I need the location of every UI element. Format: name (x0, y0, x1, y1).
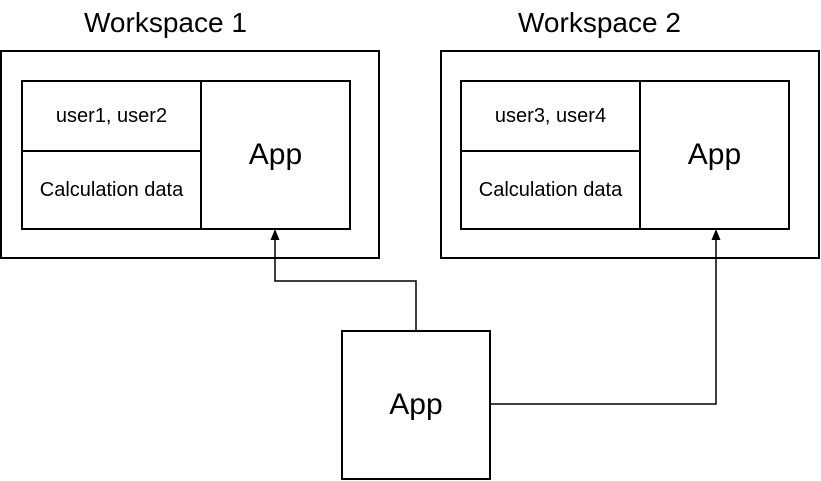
workspace-2-table: user3, user4 Calculation data App (460, 80, 790, 230)
workspace-2-box: user3, user4 Calculation data App (440, 50, 820, 259)
workspace-2-users-cell: user3, user4 (462, 82, 639, 152)
workspace-1-left-column: user1, user2 Calculation data (23, 82, 202, 228)
workspace-1-title: Workspace 1 (84, 7, 247, 38)
workspace-1-table: user1, user2 Calculation data App (21, 80, 351, 230)
workspace-2-app-cell: App (687, 138, 742, 171)
workspace-1-app-cell: App (248, 138, 303, 171)
workspace-1-calculation-data-cell: Calculation data (39, 178, 184, 201)
connector-to-workspace-2 (491, 239, 717, 405)
central-app-box: App (341, 330, 491, 480)
central-app-label: App (389, 388, 443, 421)
workspace-1-box: user1, user2 Calculation data App (0, 50, 380, 259)
workspace-2-title: Workspace 2 (518, 7, 681, 38)
workspace-1-users-cell: user1, user2 (23, 82, 200, 152)
workspace-2-left-column: user3, user4 Calculation data (462, 82, 641, 228)
workspace-2-calculation-data-cell: Calculation data (478, 178, 623, 201)
